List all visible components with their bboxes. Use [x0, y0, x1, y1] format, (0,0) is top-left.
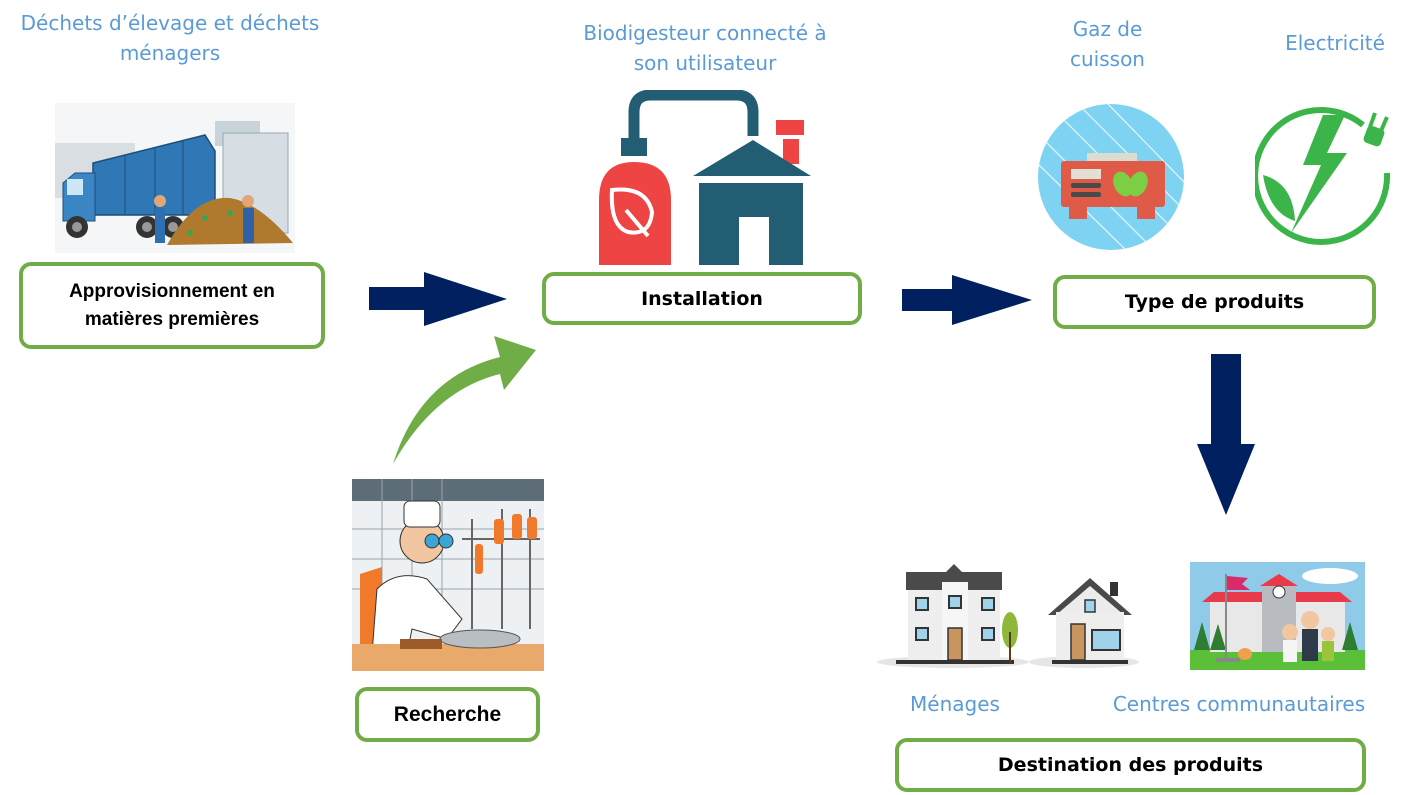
supply-caption: Déchets d’élevage et déchets ménagers [20, 11, 320, 65]
garbage-truck-illustration [55, 103, 295, 253]
houses-illustration [876, 560, 1141, 670]
products-node-label: Type de produits [1124, 291, 1305, 313]
destination-node-label: Destination des produits [997, 754, 1264, 776]
green-electricity-icon [1255, 103, 1395, 248]
destination-node[interactable]: Destination des produits [895, 738, 1366, 792]
scientist-lab-illustration [352, 479, 544, 671]
research-node-label: Recherche [393, 702, 502, 726]
supply-node[interactable]: Approvisionnement en matières premières [19, 262, 325, 349]
research-node[interactable]: Recherche [355, 687, 540, 742]
gas-stove-icon [1037, 103, 1185, 251]
product-caption-gas: Gaz de cuisson [1070, 17, 1145, 71]
installation-node-label: Installation [641, 287, 763, 310]
installation-caption: Biodigesteur connecté à son utilisateur [583, 21, 827, 75]
products-node[interactable]: Type de produits [1053, 275, 1376, 329]
supply-node-label: Approvisionnement en matières premières [69, 280, 275, 330]
community-center-illustration [1190, 562, 1365, 670]
destination-caption-households: Ménages [910, 692, 1000, 716]
destination-caption-community: Centres communautaires [1112, 692, 1366, 716]
biodigester-house-icon [596, 90, 816, 265]
arrow-installation-to-products [902, 275, 1034, 325]
research-curved-arrow [390, 322, 540, 467]
installation-node[interactable]: Installation [542, 272, 862, 325]
arrow-products-to-destination [1196, 354, 1256, 516]
arrow-supply-to-installation [369, 272, 509, 326]
product-caption-electricity: Electricité [1285, 31, 1385, 55]
